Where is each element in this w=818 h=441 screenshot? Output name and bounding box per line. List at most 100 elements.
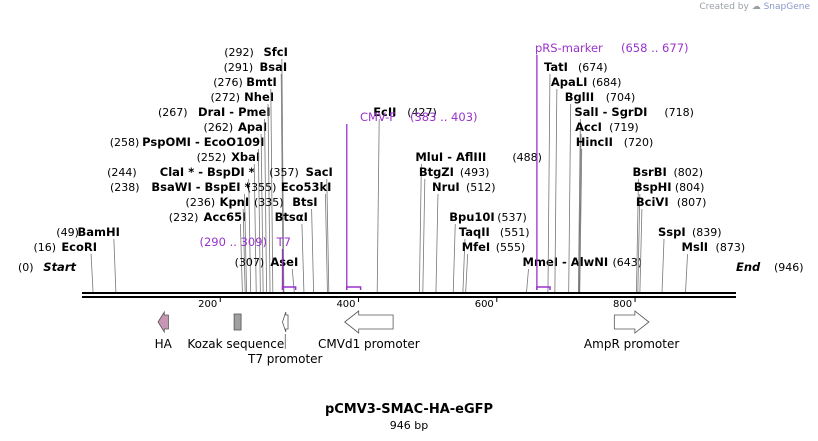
site-apai: ApaI (262) (204, 120, 267, 293)
site-hincii: HincII(720) (576, 135, 653, 293)
snapgene-logo-icon: ☁ (751, 2, 761, 12)
site-tati: TatI (674) (544, 60, 608, 293)
scale-tick-label-400: 400 (336, 299, 355, 310)
site-nhei: NheI(272) (210, 90, 274, 293)
site-leader-line (326, 178, 330, 293)
site-acci: AccI(719) (575, 120, 639, 293)
site-kpni: KpnI (236) (186, 195, 250, 293)
site-bmti: BmtI(276) (213, 75, 277, 293)
site-name: TatI (544, 60, 568, 74)
site-name: AseI (270, 255, 298, 269)
feature-label: AmpR promoter (584, 337, 679, 351)
left-arrow-icon (157, 310, 169, 334)
site-position: (262) (204, 121, 234, 134)
site-leader-line (376, 118, 380, 293)
site-btsi: BtsI (335) (254, 195, 318, 293)
site-leader-line (244, 193, 247, 293)
site-position: (292) (224, 46, 254, 59)
site-leader-line (578, 133, 582, 293)
site-position: (807) (677, 196, 707, 209)
plasmid-title: pCMV3-SMAC-HA-eGFP (324, 402, 494, 417)
site-taqii: TaqII(551) (459, 225, 530, 293)
site-position: (493) (460, 166, 490, 179)
feature-t7-promoter: T7 promoter (247, 311, 323, 366)
site-nrui: NruI(512) (432, 180, 496, 293)
site-name: NheI (244, 90, 274, 104)
site-name: BspHI (634, 180, 672, 194)
primer-name: T7 (276, 235, 291, 249)
site-leader-line (257, 148, 261, 293)
start-position: (0) (18, 261, 34, 274)
sequence-ends: Start(0)End(946) (18, 260, 804, 274)
site-name: BtsI (292, 195, 317, 209)
site-leader-line (281, 58, 285, 293)
site-name: SfcI (263, 45, 287, 59)
site-position: (355) (247, 181, 277, 194)
site-position: (236) (186, 196, 216, 209)
site-position: (551) (500, 226, 530, 239)
site-name: BglII (565, 90, 595, 104)
site-name: XbaI (231, 150, 260, 164)
site-name: BsaI (260, 60, 288, 74)
primer-bind-site (346, 286, 362, 290)
site-clai-bspdi: ClaI * - BspDI *(244) (107, 165, 255, 293)
site-leader-line (267, 103, 271, 293)
site-bpu10i: Bpu10I(537) (449, 210, 527, 293)
primer-range: (383 .. 403) (410, 110, 478, 124)
site-position: (16) (33, 241, 56, 254)
site-eco53ki: Eco53kI (355) (247, 180, 332, 293)
site-bts-i: BtsαI (275, 210, 308, 293)
site-leader-line (113, 238, 117, 293)
site-name: PspOMI - EcoO109I (142, 135, 264, 149)
site-name: SspI (658, 225, 686, 239)
scale-tick-label-800: 800 (613, 299, 632, 310)
feature-cmvd1-promoter: CMVd1 promoter (318, 310, 420, 351)
right-arrow-icon (613, 310, 650, 334)
site-name: EcoRI (61, 240, 97, 254)
site-sfci: SfcI (292) (224, 45, 288, 293)
site-position: (674) (578, 61, 608, 74)
feature-label: Kozak sequence (187, 337, 284, 351)
site-leader-line (568, 103, 572, 293)
site-position: (232) (169, 211, 199, 224)
site-name: SacI (306, 165, 333, 179)
end-label: End (736, 260, 761, 274)
site-leader-line (465, 253, 469, 293)
site-position: (839) (692, 226, 722, 239)
site-bsawi-bspei: BsaWI - BspEI *(238) (110, 180, 251, 293)
site-bsphi: BspHI(804) (634, 180, 704, 293)
site-position: (291) (224, 61, 254, 74)
site-leader-line (452, 223, 456, 293)
site-name: ClaI * - BspDI * (160, 165, 255, 179)
site-mlui-afliii: MluI - AflIII(488) (415, 150, 542, 293)
site-name: Eco53kI (281, 180, 332, 194)
site-xbai: XbaI(252) (197, 150, 260, 293)
site-leader-line (301, 223, 305, 293)
primer-bind-site (281, 286, 297, 290)
site-position: (276) (213, 76, 243, 89)
site-position: (537) (497, 211, 527, 224)
credit-prefix: Created by (699, 2, 749, 12)
site-name: ApaI (238, 120, 267, 134)
site-name: NruI (432, 180, 460, 194)
left-arrow-icon (344, 310, 394, 334)
site-name: MfeI (462, 240, 491, 254)
site-position: (335) (254, 196, 284, 209)
feature-label: HA (155, 337, 173, 351)
primer-cmv-f: CMV-F(383 .. 403) (346, 110, 478, 290)
feature-box-icon (233, 313, 242, 331)
site-name: BamHI (77, 225, 119, 239)
primer-t7: T7(290 .. 309) (200, 235, 297, 290)
site-leader-line (90, 253, 94, 293)
site-btgzi: BtgZI(493) (419, 165, 490, 293)
site-bglii: BglII(704) (565, 90, 635, 293)
site-mmei-alwni: MmeI - AlwNI(643) (523, 255, 642, 293)
site-position: (267) (158, 106, 188, 119)
site-name: BmtI (246, 75, 277, 89)
site-name: KpnI (220, 195, 250, 209)
feature-kozak-sequence: Kozak sequence (187, 313, 284, 351)
site-leader-line (579, 148, 583, 293)
site-apali: ApaLI(684) (551, 75, 621, 293)
site-name: BsaWI - BspEI * (151, 180, 250, 194)
